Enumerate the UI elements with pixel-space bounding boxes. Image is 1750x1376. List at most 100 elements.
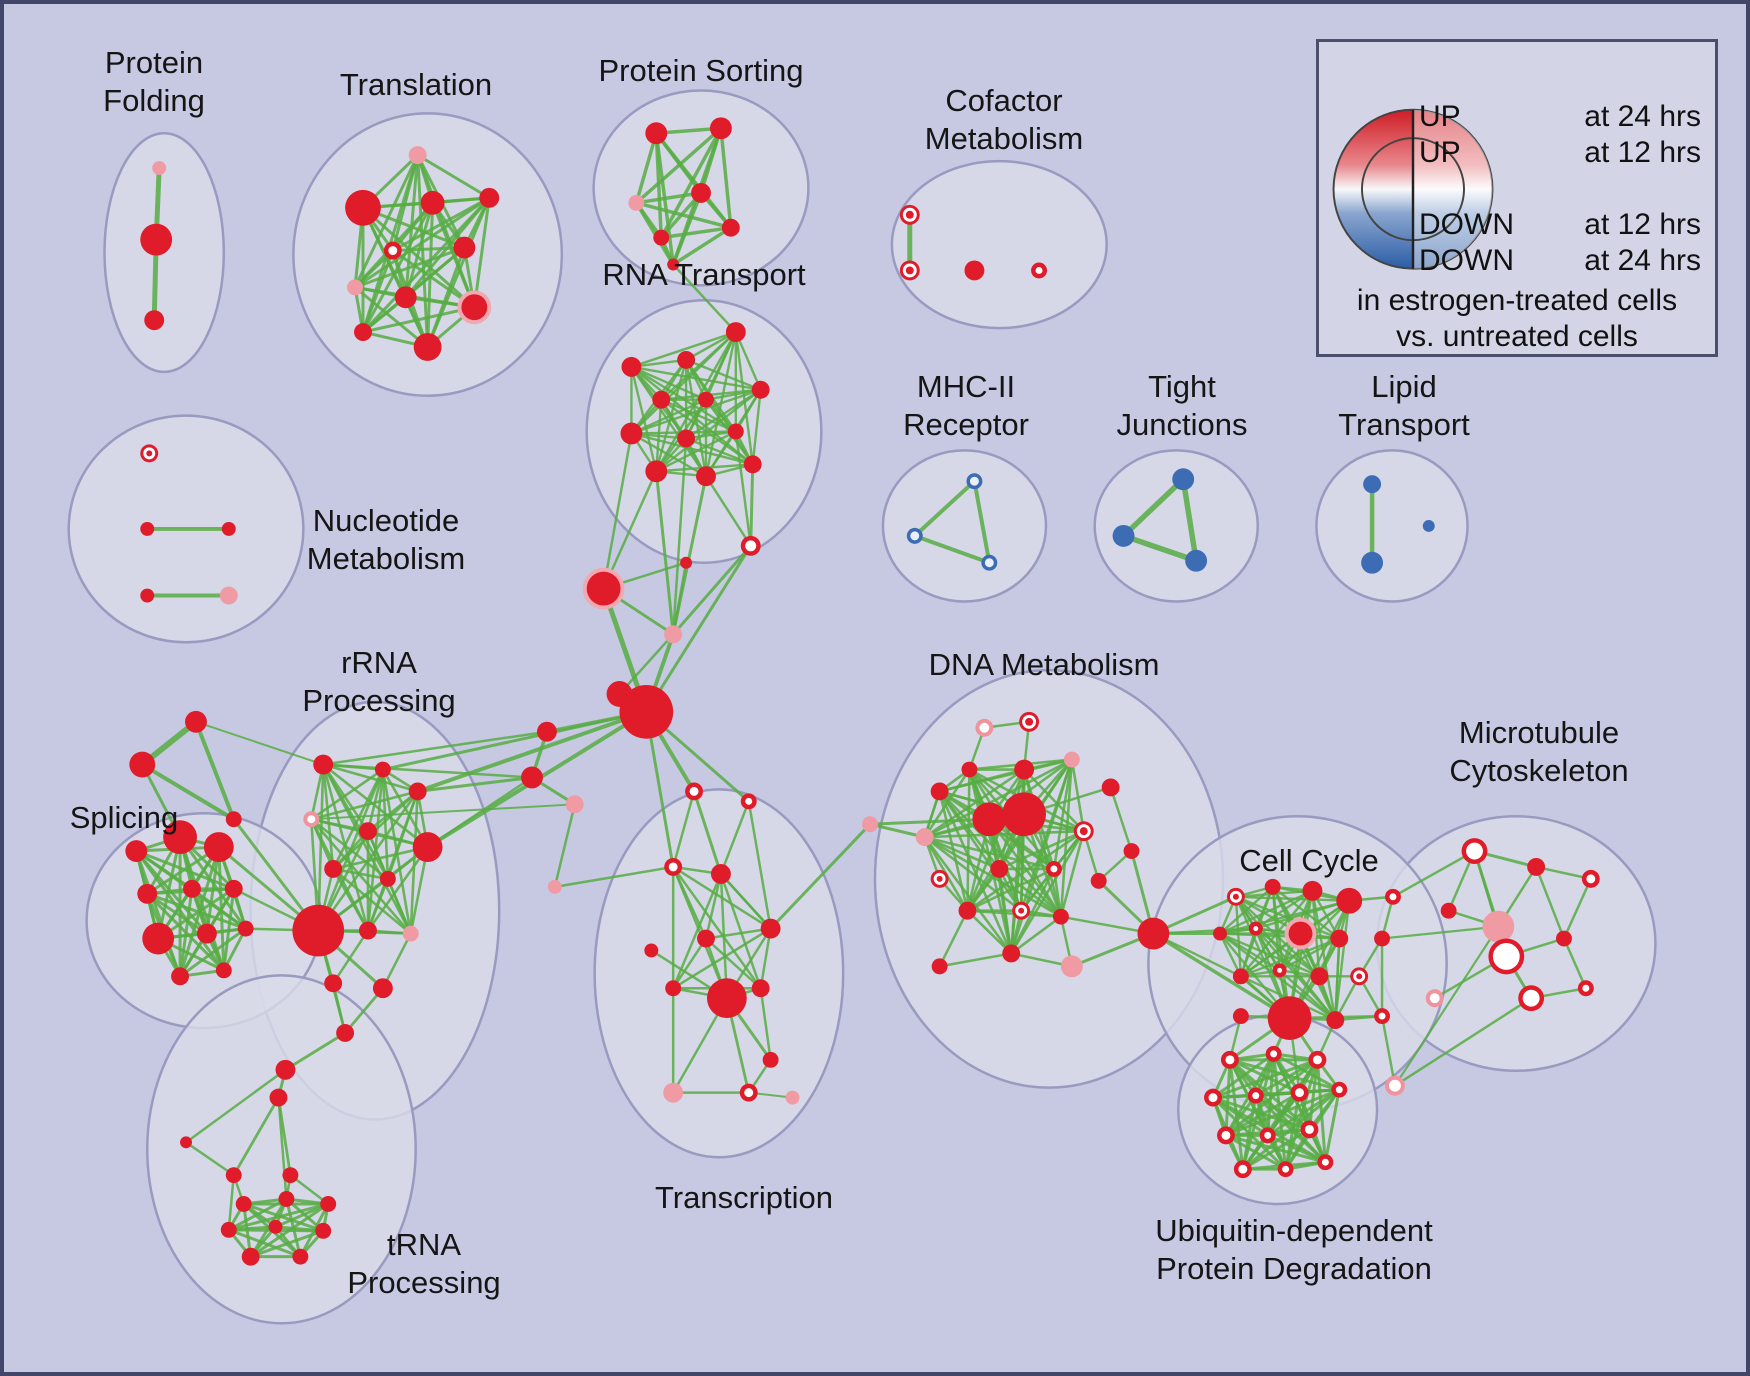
network-edge [671,191,703,267]
network-edge [472,196,491,309]
network-edge [912,533,992,565]
cluster-ellipse-mhc-ii-receptor [881,449,1048,603]
gene-node [1073,821,1094,842]
network-edge [671,544,753,636]
network-edge [232,1096,280,1177]
network-edge [654,469,675,636]
network-edge [1272,1052,1341,1092]
gene-node [1101,778,1120,797]
network-edge [1534,865,1566,940]
network-edge [1380,925,1500,940]
network-edge [734,330,762,391]
network-edge [321,730,549,766]
gene-node [1518,985,1545,1012]
gene-node [140,223,173,256]
network-edge [692,789,723,876]
gene-node [1012,901,1031,920]
gene-node [760,918,781,939]
gene-node [862,816,878,833]
legend-row-up-12: UP at 12 hrs [1419,136,1701,170]
network-edge [310,817,390,881]
network-edge [602,432,633,590]
network-edge [923,835,1001,871]
network-edge [671,437,688,636]
network-edge [331,867,390,881]
network-edge [602,470,658,590]
network-edge [966,909,1013,955]
network-edge [923,758,1074,839]
gene-node [185,710,207,733]
network-edge [1288,899,1351,1020]
network-edge [178,887,194,978]
network-edge [353,196,491,289]
network-edge [1307,1058,1319,1131]
network-edge [1391,849,1476,899]
network-edge [193,719,236,822]
gene-node [725,322,746,343]
gene-node [140,444,159,463]
gene-node [215,962,232,979]
network-edge [1393,925,1500,1087]
network-edge [331,867,413,935]
legend: UP at 24 hrs UP at 12 hrs DOWN at 12 hrs… [1316,39,1718,357]
network-edge [1562,937,1588,990]
gene-node [536,721,557,742]
gene-node [1002,792,1046,837]
gene-node [1233,1160,1252,1179]
network-edge [630,388,762,435]
network-edge [1218,885,1274,935]
network-edge [386,877,413,935]
gene-node [1556,930,1572,947]
network-edge [759,987,772,1062]
gene-node [1361,551,1384,574]
network-edge [1241,1127,1311,1171]
gene-node [1290,1083,1309,1102]
legend-row-down-24: DOWN at 24 hrs [1419,244,1701,278]
network-edge [634,131,659,205]
network-edge [416,775,534,793]
gene-node [1264,878,1281,895]
network-edge [659,225,733,240]
network-edge [553,803,576,889]
gene-node [645,460,668,483]
network-edge [249,1229,325,1259]
network-edge [140,762,236,822]
gene-node [1052,908,1069,925]
network-edge [331,845,429,871]
network-edge [923,835,1023,912]
gene-node [1204,1088,1222,1107]
network-edge [178,927,248,978]
network-edge [277,1096,288,1201]
network-edge [671,263,738,334]
gene-node [1300,1120,1319,1139]
gene-node [1112,524,1135,547]
gene-node [275,1059,296,1080]
gene-node [354,323,372,342]
legend-direction: UP [1419,136,1461,169]
legend-row-down-12: DOWN at 12 hrs [1419,208,1701,242]
gene-node [964,260,985,281]
gene-node [237,920,254,937]
gene-node [336,1024,355,1042]
network-edge [242,1202,325,1233]
network-edge [1052,867,1063,918]
network-edge [310,817,413,935]
network-edge [966,768,971,912]
gene-node [129,751,156,778]
gene-node [1123,843,1140,859]
network-edge [671,225,733,267]
network-edge [145,892,209,936]
network-edge [1254,899,1351,930]
network-edge [1120,533,1199,564]
gene-node [292,904,345,957]
gene-node [664,858,683,876]
gene-node [1031,262,1047,279]
gene-node [1063,751,1080,768]
gene-node [930,869,949,888]
gene-node [1002,944,1021,963]
network-edge [912,479,977,538]
network-edge [1234,895,1291,1020]
gene-node [1284,917,1317,950]
network-edge [361,305,476,334]
gene-node [1385,1075,1405,1096]
